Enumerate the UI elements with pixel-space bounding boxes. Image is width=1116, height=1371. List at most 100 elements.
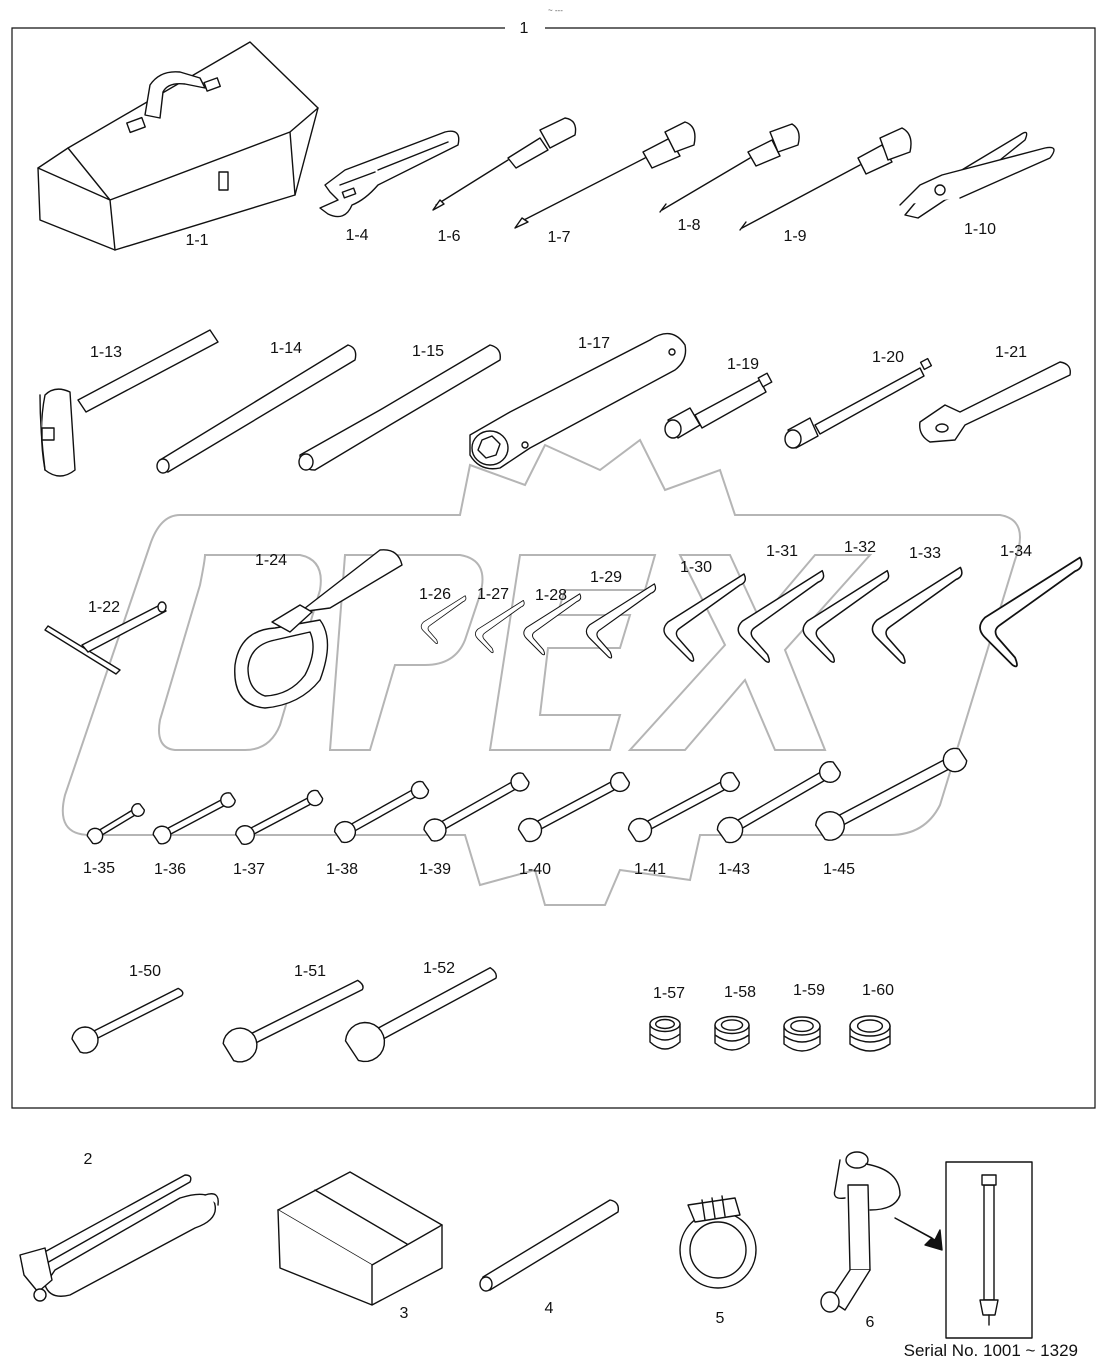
socket-icon bbox=[783, 1016, 821, 1052]
t-handle-icon bbox=[44, 601, 167, 675]
socket-icon bbox=[849, 1015, 891, 1052]
part-label: 2 bbox=[83, 1151, 93, 1168]
part-label: 1-60 bbox=[861, 982, 895, 999]
part-label: 1-17 bbox=[577, 335, 611, 352]
rod-icon bbox=[479, 1199, 620, 1292]
part-label: 1-43 bbox=[717, 861, 751, 878]
box-wrench-icon bbox=[469, 332, 687, 470]
part-label: 1-10 bbox=[963, 221, 997, 238]
part-label: 1-9 bbox=[783, 228, 807, 245]
part-label: 1-52 bbox=[422, 960, 456, 977]
part-label: 1-22 bbox=[87, 599, 121, 616]
double-open-end-wrench-icon bbox=[86, 803, 145, 845]
double-open-end-wrench-icon bbox=[235, 789, 324, 845]
part-label: 1-51 bbox=[293, 963, 327, 980]
part-label: 1-19 bbox=[726, 356, 760, 373]
hex-key-icon bbox=[802, 569, 890, 663]
part-label: 1-26 bbox=[418, 586, 452, 603]
part-label: 1-50 bbox=[128, 963, 162, 980]
toolbox-icon bbox=[37, 41, 319, 251]
part-label: 1-28 bbox=[534, 587, 568, 604]
hose-clamp-icon bbox=[679, 1195, 757, 1289]
hex-key-icon bbox=[585, 583, 657, 659]
part-label: 1-20 bbox=[871, 349, 905, 366]
serial-number: Serial No. 1001 ~ 1329 bbox=[903, 1341, 1078, 1360]
part-label: 1-31 bbox=[765, 543, 799, 560]
part-label: 1-4 bbox=[345, 227, 369, 244]
part-label: 1-27 bbox=[476, 586, 510, 603]
filter-wrench-icon bbox=[234, 549, 403, 709]
double-open-end-wrench-icon bbox=[333, 780, 430, 844]
hex-key-icon bbox=[871, 566, 963, 665]
part-label: 1-35 bbox=[82, 860, 116, 877]
pliers-icon bbox=[899, 131, 1055, 219]
part-label: 1-32 bbox=[843, 539, 877, 556]
round-bar-icon bbox=[156, 344, 357, 474]
part-label: 3 bbox=[399, 1305, 409, 1322]
detail-inset bbox=[945, 1161, 1033, 1339]
screwdriver-phillips-large-icon bbox=[739, 127, 912, 231]
part-label: 1-40 bbox=[518, 861, 552, 878]
part-label: 1-13 bbox=[89, 344, 123, 361]
part-label: 1-58 bbox=[723, 984, 757, 1001]
socket-extension-short-icon bbox=[664, 372, 773, 439]
double-open-end-wrench-icon bbox=[517, 771, 631, 843]
hex-key-icon bbox=[523, 593, 582, 656]
hex-key-icon bbox=[474, 599, 525, 654]
part-label: 5 bbox=[715, 1310, 725, 1327]
adjustable-wrench-icon bbox=[319, 130, 460, 218]
part-label: 6 bbox=[865, 1314, 875, 1331]
pry-bar-icon bbox=[298, 344, 501, 471]
part-label: 4 bbox=[544, 1300, 554, 1317]
screwdriver-flat-small-icon bbox=[432, 117, 577, 211]
part-label: 1-21 bbox=[994, 344, 1028, 361]
box-icon bbox=[277, 1171, 443, 1306]
header-mark: ~ --- bbox=[548, 6, 563, 15]
part-label: 1-34 bbox=[999, 543, 1033, 560]
part-label: 1-39 bbox=[418, 861, 452, 878]
double-open-end-wrench-icon bbox=[815, 747, 968, 841]
part-label: 1-37 bbox=[232, 861, 266, 878]
single-open-end-wrench-icon bbox=[71, 987, 184, 1054]
part-label: 1-30 bbox=[679, 559, 713, 576]
socket-extension-long-icon bbox=[784, 357, 933, 449]
hex-key-icon bbox=[737, 569, 825, 663]
hex-key-icon bbox=[979, 556, 1083, 668]
part-label: 1-59 bbox=[792, 982, 826, 999]
part-label: 1-38 bbox=[325, 861, 359, 878]
part-label: 1-14 bbox=[269, 340, 303, 357]
drain-hose-icon bbox=[820, 1151, 901, 1313]
socket-icon bbox=[714, 1015, 750, 1051]
arrow-pointer bbox=[894, 1217, 943, 1251]
hex-key-icon bbox=[420, 595, 467, 645]
double-open-end-wrench-icon bbox=[152, 792, 236, 845]
part-label: 1-29 bbox=[589, 569, 623, 586]
double-open-end-wrench-icon bbox=[627, 771, 741, 843]
group-1-frame bbox=[11, 27, 1096, 1109]
double-open-end-wrench-icon bbox=[716, 761, 841, 844]
screwdriver-phillips-small-icon bbox=[659, 123, 800, 213]
single-open-end-wrench-icon bbox=[222, 979, 364, 1063]
part-label: 1-41 bbox=[633, 861, 667, 878]
part-label: 1-1 bbox=[185, 232, 209, 249]
part-label: 1-57 bbox=[652, 985, 686, 1002]
group-label: 1 bbox=[519, 20, 529, 37]
part-label: 1-7 bbox=[547, 229, 571, 246]
part-label: 1-33 bbox=[908, 545, 942, 562]
hammer-icon bbox=[39, 329, 219, 477]
part-label: 1-45 bbox=[822, 861, 856, 878]
single-open-end-wrench-icon bbox=[344, 967, 497, 1063]
hex-key-icon bbox=[663, 573, 747, 662]
part-label: 1-15 bbox=[411, 343, 445, 360]
grease-gun-icon bbox=[19, 1174, 219, 1302]
ratchet-handle-icon bbox=[919, 361, 1071, 443]
part-label: 1-6 bbox=[437, 228, 461, 245]
part-label: 1-24 bbox=[254, 552, 288, 569]
watermark-logo bbox=[61, 438, 1021, 906]
screwdriver-flat-large-icon bbox=[514, 121, 696, 229]
part-label: 1-8 bbox=[677, 217, 701, 234]
double-open-end-wrench-icon bbox=[423, 772, 530, 842]
socket-icon bbox=[649, 1015, 681, 1050]
part-label: 1-36 bbox=[153, 861, 187, 878]
